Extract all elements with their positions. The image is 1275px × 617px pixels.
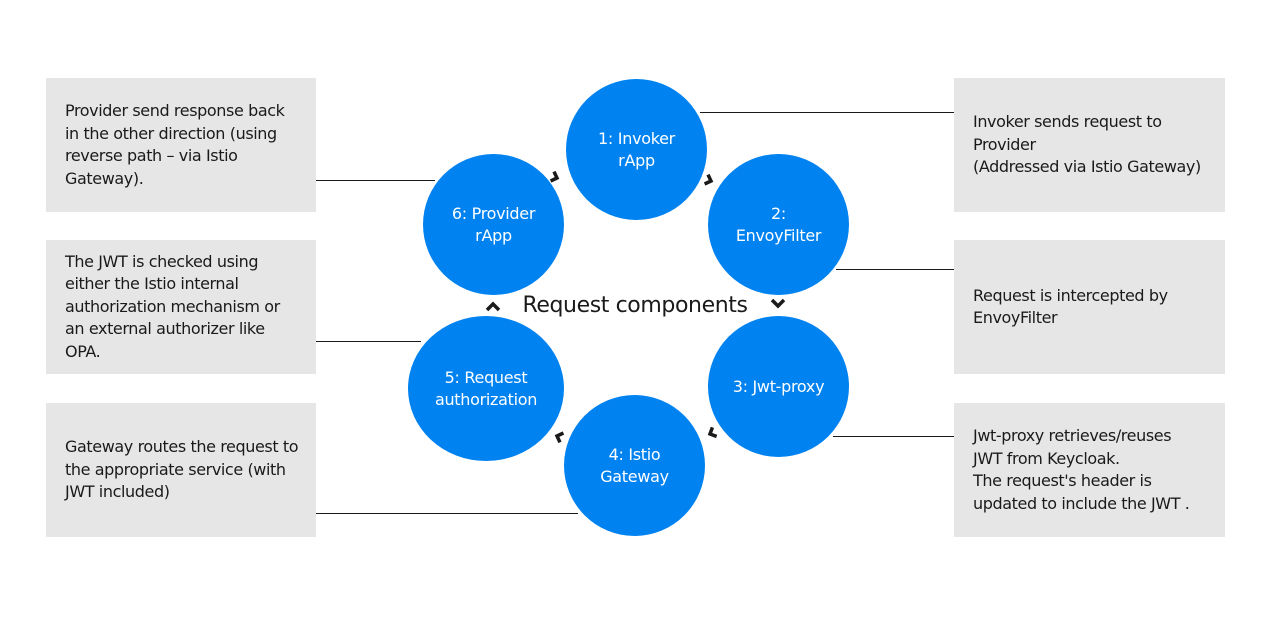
step-4-description: Gateway routes the request to the approp… (46, 403, 316, 537)
step-4-circle: 4: Istio Gateway (564, 395, 705, 536)
connector-line-5 (316, 341, 421, 342)
step-5-description: The JWT is checked using either the Isti… (46, 240, 316, 374)
connector-line-2 (836, 269, 954, 270)
connector-line-3 (833, 436, 954, 437)
chevron-down-icon (770, 298, 786, 309)
chevron-icon (703, 173, 714, 186)
connector-line-1 (700, 112, 954, 113)
step-3-circle: 3: Jwt-proxy (708, 316, 849, 457)
step-1-description: Invoker sends request to Provider (Addre… (954, 78, 1225, 212)
step-3-description: Jwt-proxy retrieves/reuses JWT from Keyc… (954, 403, 1225, 537)
step-1-circle: 1: Invoker rApp (566, 79, 707, 220)
step-5-circle: 5: Request authorization (408, 316, 564, 461)
step-2-circle: 2: EnvoyFilter (708, 154, 849, 295)
connector-line-4 (316, 513, 578, 514)
center-label: Request components (522, 293, 748, 318)
step-6-circle: 6: Provider rApp (423, 154, 564, 295)
chevron-icon (549, 170, 560, 183)
step-6-description: Provider send response back in the other… (46, 78, 316, 212)
chevron-icon (554, 431, 565, 444)
chevron-icon (707, 426, 718, 439)
chevron-up-icon (485, 301, 501, 312)
step-2-description: Request is intercepted by EnvoyFilter (954, 240, 1225, 374)
connector-line-6 (316, 180, 435, 181)
